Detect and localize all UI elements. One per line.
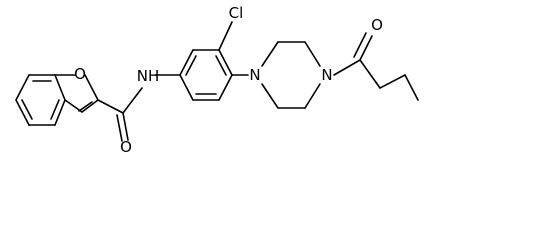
butanoyl-chain <box>333 32 419 101</box>
chlorine-bond <box>218 21 233 51</box>
piperazine-n1-label: N <box>249 66 260 84</box>
molecule-diagram: O NH O Cl N N O <box>15 4 419 156</box>
structure-canvas: O NH O Cl N N O <box>15 4 419 156</box>
furan-ring <box>54 74 99 113</box>
chlorophenyl-ring <box>179 49 233 101</box>
ketone-oxygen-label: O <box>371 16 383 34</box>
piperazine-ring <box>261 41 321 109</box>
piperazine-n4-label: N <box>321 66 332 84</box>
benzene-ring-fused <box>15 74 66 126</box>
chlorine-label: Cl <box>229 4 244 22</box>
furan-oxygen-label: O <box>74 65 86 83</box>
amide-group <box>97 74 181 142</box>
amide-oxygen-label: O <box>120 138 132 156</box>
amide-nh-label: NH <box>137 67 160 85</box>
